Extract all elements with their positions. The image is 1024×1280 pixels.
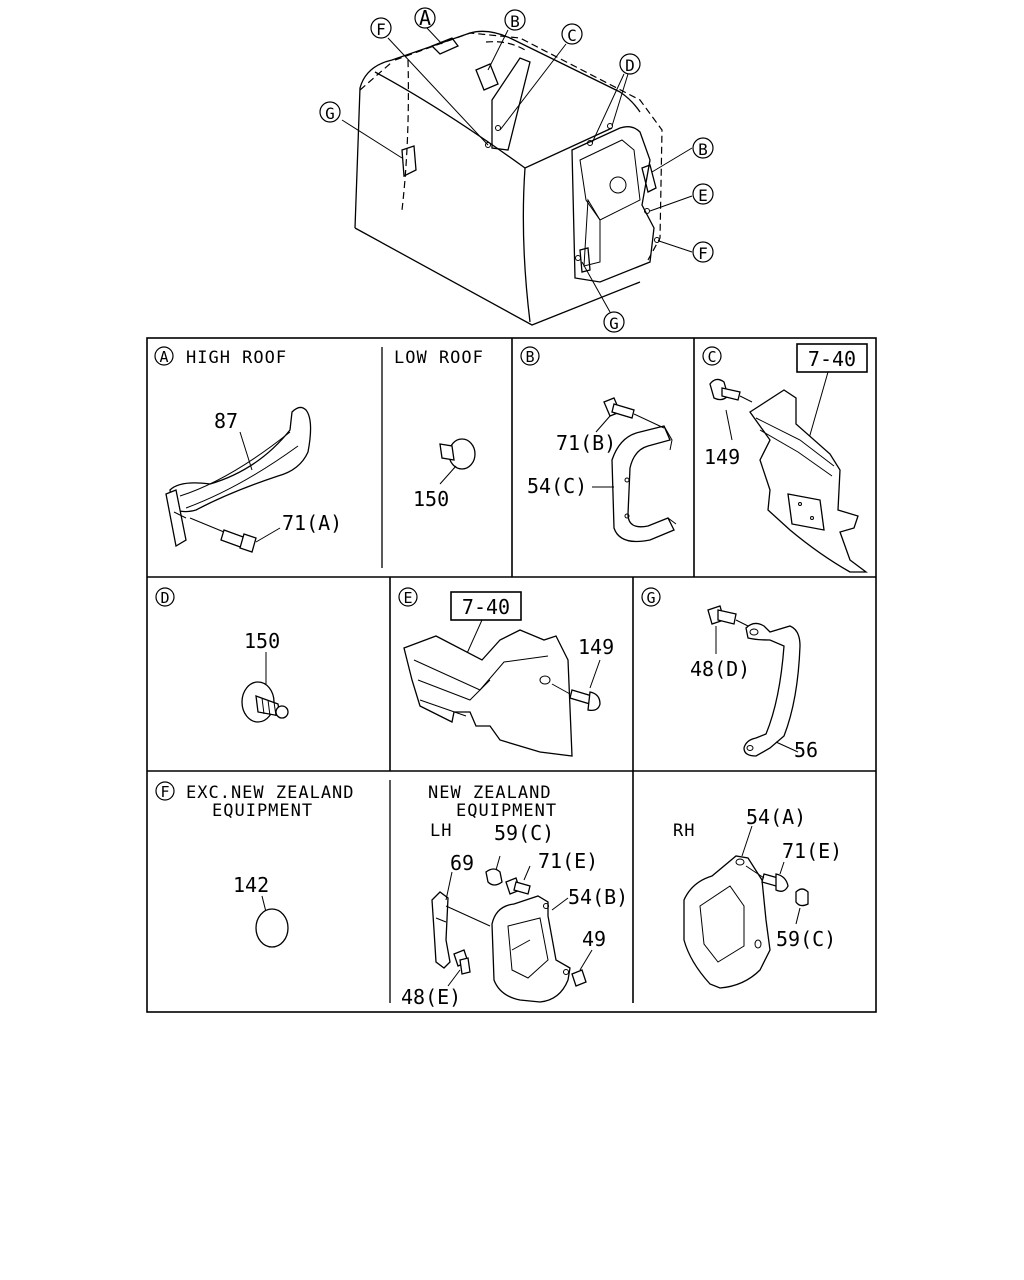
rh-step-bracket	[683, 855, 771, 989]
part-69: 69	[450, 851, 474, 875]
part-56: 56	[794, 738, 818, 762]
bolt-48d	[707, 605, 749, 627]
part-149-c: 149	[704, 445, 740, 469]
screw-149-e	[551, 683, 601, 712]
rh-bolt-71e	[745, 865, 789, 892]
nz-title-1: NEW ZEALAND	[428, 783, 552, 803]
ref-7-40-c: 7-40	[808, 347, 856, 371]
part-71e-lh: 71(E)	[538, 849, 598, 873]
bolt-71b	[603, 397, 665, 429]
part-150-low-roof: 150	[413, 487, 449, 511]
panel-d-letter: D	[160, 589, 169, 607]
part-59c-lh: 59(C)	[494, 821, 554, 845]
nz-title-2: EQUIPMENT	[456, 801, 557, 821]
assist-grip-56	[743, 622, 801, 757]
panel-b: B 71(B) 54(C)	[520, 346, 677, 543]
exc-nz-title-2: EQUIPMENT	[212, 801, 313, 821]
callout-g-bottom: G	[603, 311, 625, 333]
clip-150-low-roof	[439, 438, 476, 470]
callout-b-top: B	[504, 9, 526, 31]
part-71e-rh: 71(E)	[782, 839, 842, 863]
part-54c: 54(C)	[527, 474, 587, 498]
part-54a: 54(A)	[746, 805, 806, 829]
callout-g-left: G	[319, 101, 341, 123]
panel-a-letter: A	[159, 348, 168, 366]
svg-text:E: E	[698, 186, 708, 205]
part-54b: 54(B)	[568, 885, 628, 909]
callout-c: C	[561, 23, 583, 45]
panel-f: F EXC.NEW ZEALAND EQUIPMENT NEW ZEALAND …	[155, 781, 842, 1009]
rh-nut-59c	[795, 888, 809, 907]
panel-g-letter: G	[646, 589, 655, 607]
panel-d: D 150	[155, 587, 289, 723]
svg-text:A: A	[419, 6, 431, 30]
callout-e: E	[692, 183, 714, 205]
panel-b-letter: B	[525, 348, 534, 366]
low-roof-title: LOW ROOF	[394, 348, 484, 368]
panel-grid	[146, 337, 877, 1013]
part-150-d: 150	[244, 629, 280, 653]
rh-label: RH	[673, 821, 695, 841]
high-roof-title: HIGH ROOF	[186, 348, 287, 368]
ref-7-40-e: 7-40	[462, 595, 510, 619]
cap-142	[255, 908, 289, 948]
svg-text:B: B	[510, 12, 520, 31]
trim-panel-c	[749, 389, 868, 573]
svg-text:F: F	[698, 244, 708, 263]
exc-nz-title-1: EXC.NEW ZEALAND	[186, 783, 355, 803]
lh-bolt-48e	[453, 949, 471, 975]
svg-text:D: D	[625, 56, 635, 75]
panel-g: G 48(D) 56	[641, 587, 818, 762]
lh-step-bracket	[491, 895, 571, 1003]
lh-nut-49	[571, 969, 587, 987]
lh-bolt-71e	[505, 877, 531, 895]
callout-f-top: F	[370, 17, 392, 39]
part-149-e: 149	[578, 635, 614, 659]
panel-a: A HIGH ROOF LOW ROOF 87 71(A) 150	[154, 346, 484, 553]
callout-a: A	[414, 6, 436, 30]
part-87: 87	[214, 409, 238, 433]
part-48e: 48(E)	[401, 985, 461, 1009]
svg-text:C: C	[567, 26, 577, 45]
svg-text:G: G	[325, 104, 335, 123]
callout-d: D	[619, 53, 641, 75]
panel-e: E 7-40 149	[398, 587, 614, 757]
panel-e-letter: E	[403, 589, 412, 607]
callout-b-right: B	[692, 137, 714, 159]
panel-c: C 7-40 149	[702, 343, 868, 573]
clip-150-d	[241, 681, 289, 723]
part-59c-rh: 59(C)	[776, 927, 836, 951]
lh-strap-69	[431, 891, 491, 969]
svg-text:B: B	[698, 140, 708, 159]
svg-text:G: G	[609, 314, 619, 333]
lh-nut-59c	[485, 868, 503, 886]
cab-overview: A B C D B E F F G G	[319, 6, 714, 333]
grab-handle-54c	[611, 425, 677, 543]
bolt-71a	[189, 517, 257, 553]
callout-f-right: F	[692, 241, 714, 263]
part-49: 49	[582, 927, 606, 951]
grip-handle	[165, 406, 312, 548]
part-142: 142	[233, 873, 269, 897]
panel-c-letter: C	[707, 348, 716, 366]
part-71a: 71(A)	[282, 511, 342, 535]
screw-149-c	[709, 378, 753, 403]
trim-panel-e	[403, 629, 573, 757]
lh-label: LH	[430, 821, 452, 841]
svg-text:F: F	[376, 20, 386, 39]
part-48d: 48(D)	[690, 657, 750, 681]
panel-f-letter: F	[160, 783, 169, 801]
part-71b: 71(B)	[556, 431, 616, 455]
